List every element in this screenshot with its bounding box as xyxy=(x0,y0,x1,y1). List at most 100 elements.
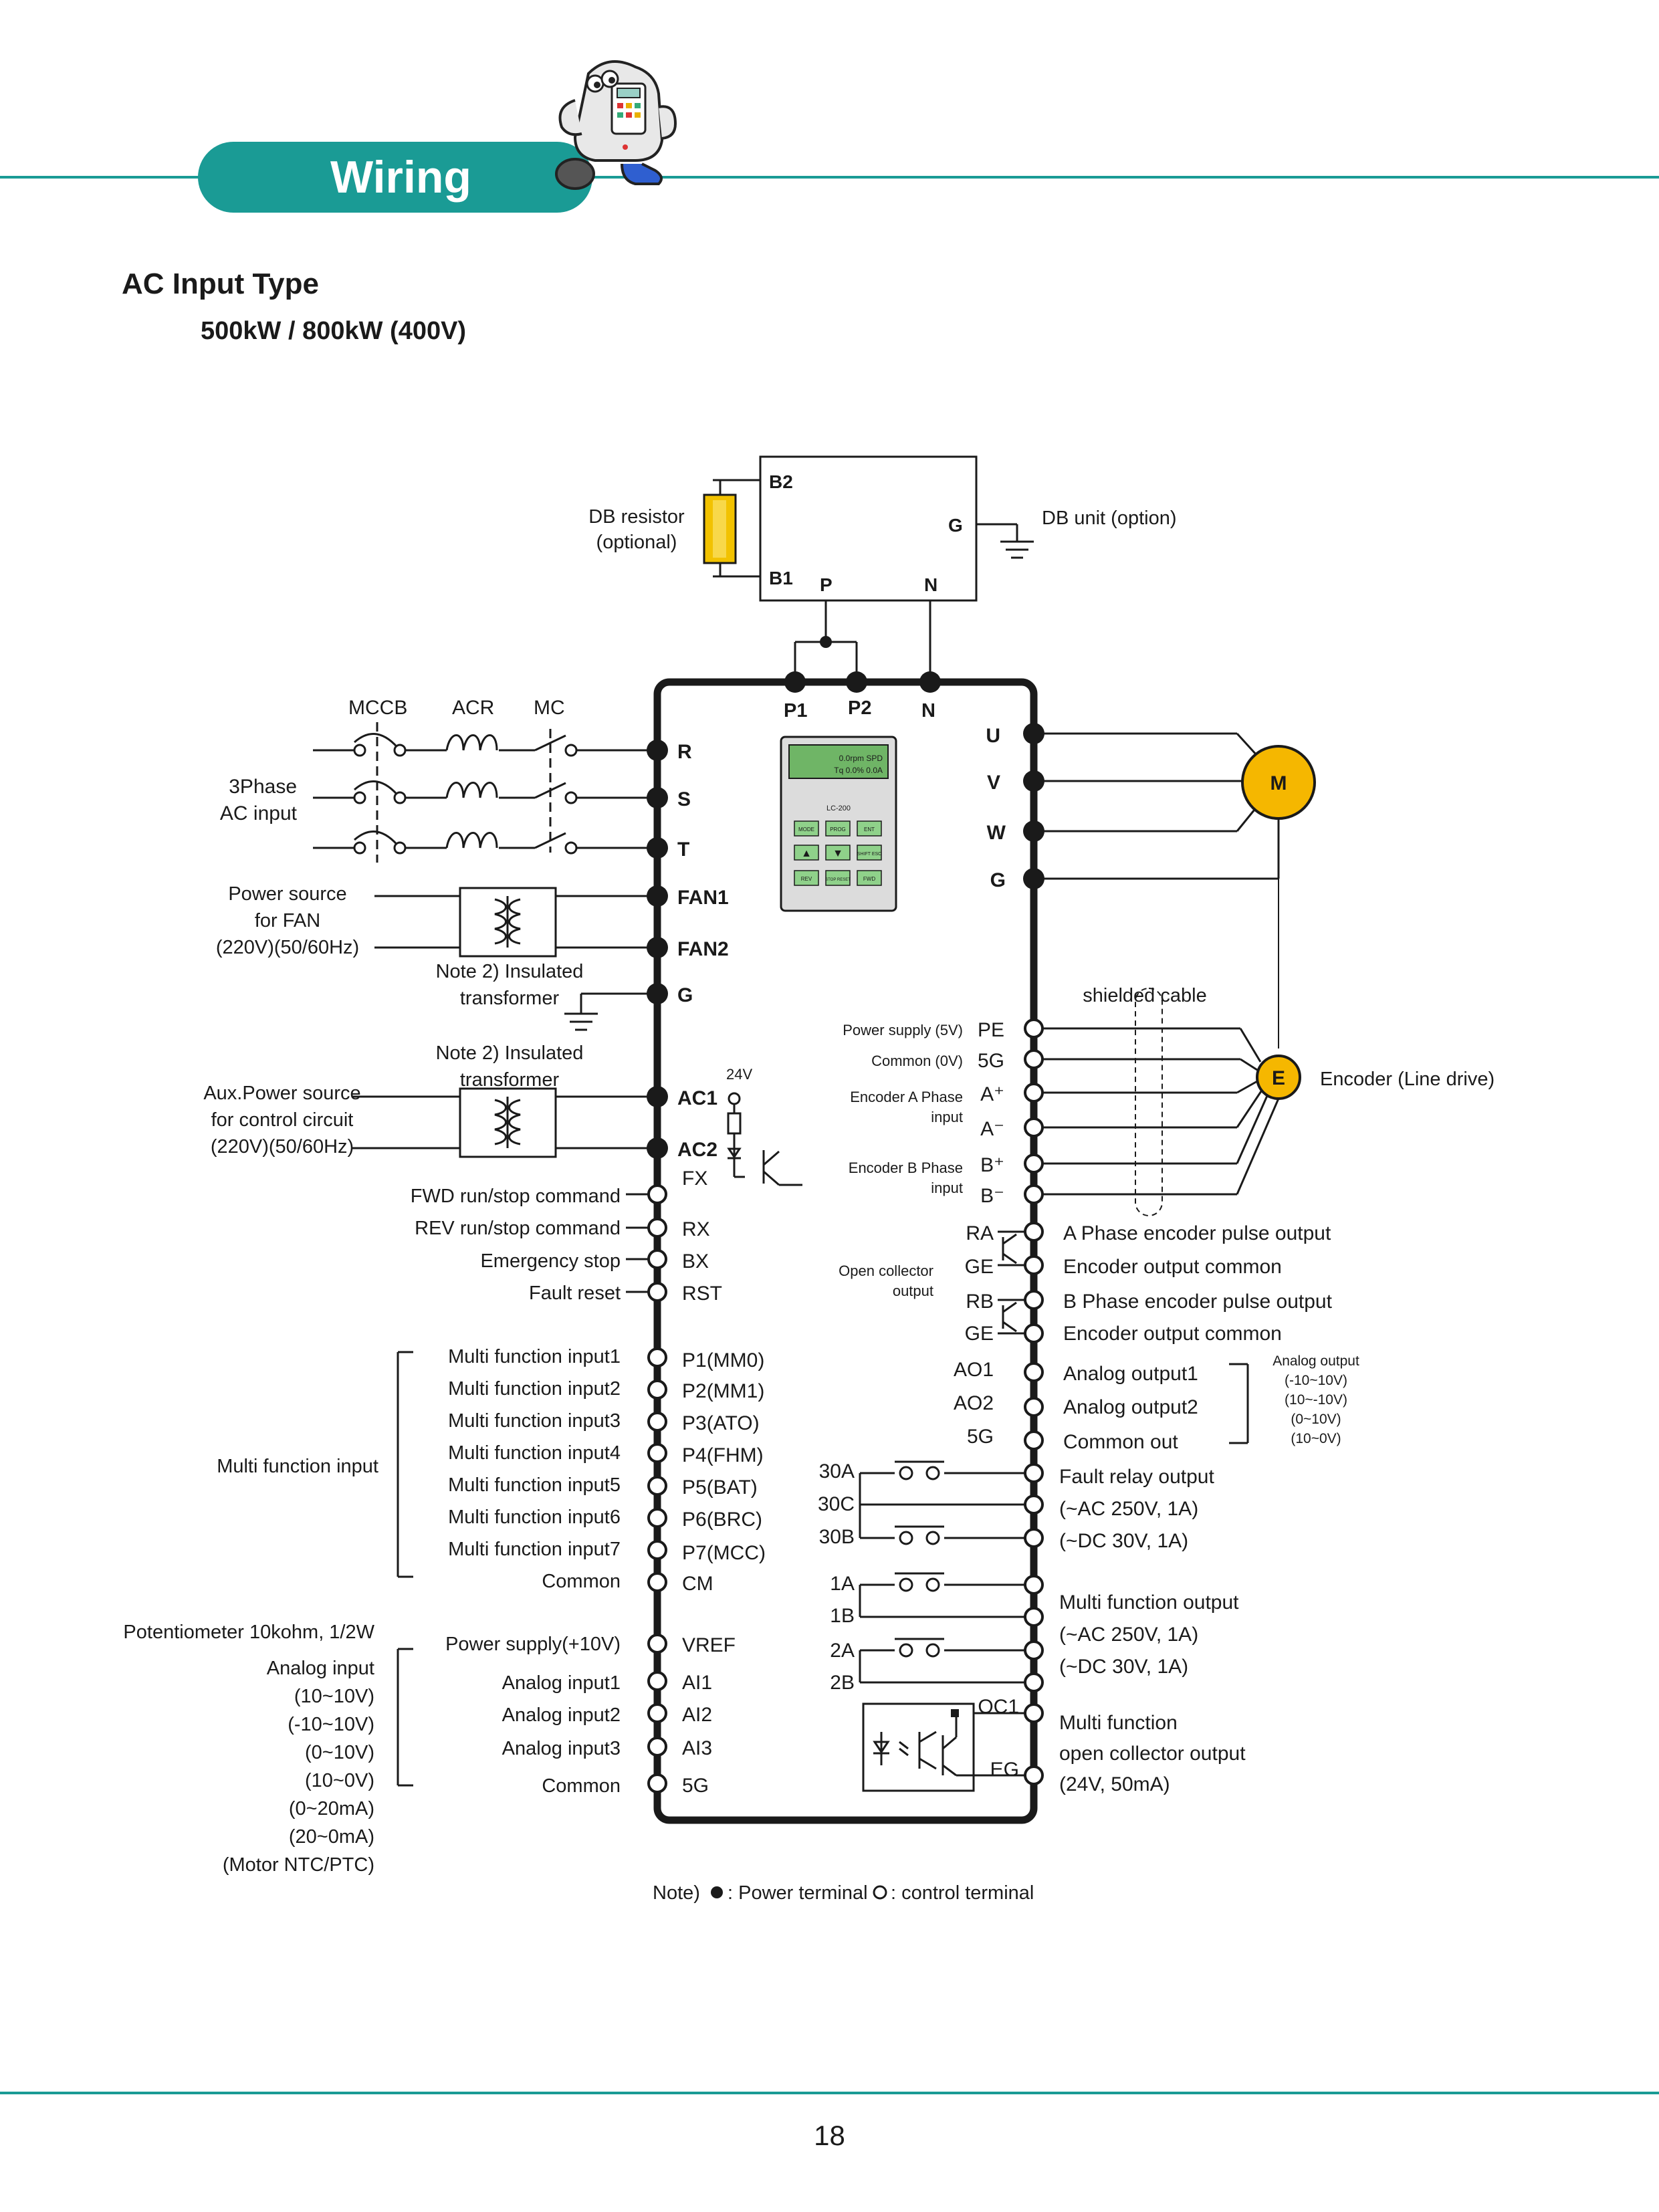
inverter-mascot-icon xyxy=(555,60,677,190)
analog-input-label: Power supply(+10V) xyxy=(445,1634,621,1655)
terminal-label: AC2 xyxy=(677,1139,717,1161)
terminal-label: P5(BAT) xyxy=(682,1476,758,1499)
keypad-key: ▲ xyxy=(801,848,812,859)
db-terminal-label: N xyxy=(924,574,937,595)
terminal-label: FAN1 xyxy=(677,887,729,909)
terminal-label: AO2 xyxy=(954,1392,994,1414)
terminal-label: P4(FHM) xyxy=(682,1444,764,1466)
analog-output-range: (10~-10V) xyxy=(1285,1392,1347,1408)
aux-source-label: Aux.Power source xyxy=(203,1083,360,1104)
db-resistor-label: (optional) xyxy=(596,532,677,553)
fan-source-label: (220V)(50/60Hz) xyxy=(216,937,359,958)
keypad-key: SHIFT ESC xyxy=(857,852,881,857)
analog-output-range: (-10~10V) xyxy=(1285,1373,1347,1388)
db-resistor-label: DB resistor xyxy=(588,506,685,528)
note-control-terminal: : control terminal xyxy=(891,1882,1034,1904)
terminal-label: 5G xyxy=(967,1426,994,1448)
shielded-cable-label: shielded cable xyxy=(1083,985,1206,1006)
terminal-label: 2A xyxy=(830,1640,855,1662)
aux-source-label: for control circuit xyxy=(211,1109,354,1131)
terminal-label: CM xyxy=(682,1573,713,1595)
keypad-lcd-line: 0.0rpm SPD xyxy=(839,754,883,763)
fault-relay-label: Fault relay output xyxy=(1059,1466,1214,1488)
analog-input-group: (0~10V) xyxy=(305,1742,374,1763)
analog-input-group: (20~0mA) xyxy=(289,1826,374,1848)
analog-output-label: Common out xyxy=(1063,1431,1178,1453)
terminal-label: S xyxy=(677,788,691,810)
terminal-label: 1A xyxy=(830,1573,855,1595)
transformer-note: transformer xyxy=(460,1069,560,1091)
analog-output-range: (0~10V) xyxy=(1291,1412,1341,1427)
analog-output-range: (10~0V) xyxy=(1291,1431,1341,1446)
terminal-label: V xyxy=(987,772,1000,794)
terminal-label: EG xyxy=(990,1759,1019,1781)
encoder-symbol: E xyxy=(1272,1067,1285,1089)
multi-input-label: Common xyxy=(542,1571,621,1592)
keypad-key: STOP RESET xyxy=(825,878,851,882)
encoder-output-label: Encoder output common xyxy=(1063,1323,1282,1345)
terminal-label: AO1 xyxy=(954,1359,994,1381)
db-terminal-label: B1 xyxy=(769,568,793,588)
transformer-note: transformer xyxy=(460,988,560,1009)
terminal-label: B⁺ xyxy=(980,1154,1004,1176)
page-subheading: 500kW / 800kW (400V) xyxy=(201,317,467,345)
terminal-label: U xyxy=(986,725,1000,747)
fault-relay-label: (~DC 30V, 1A) xyxy=(1059,1530,1188,1552)
terminal-label: 1B xyxy=(830,1605,855,1627)
mf-output-label: (~DC 30V, 1A) xyxy=(1059,1656,1188,1678)
terminal-label: VREF xyxy=(682,1634,736,1656)
note-prefix: Note) xyxy=(653,1882,700,1904)
keypad-key: MODE xyxy=(798,826,814,833)
analog-input-group: (0~20mA) xyxy=(289,1798,374,1819)
control-input-label: FWD run/stop command xyxy=(411,1186,621,1207)
analog-input-group: (Motor NTC/PTC) xyxy=(223,1854,374,1876)
analog-input-group: (-10~10V) xyxy=(288,1714,374,1735)
encoder-output-label: B Phase encoder pulse output xyxy=(1063,1291,1333,1313)
terminal-label: T xyxy=(677,839,689,861)
analog-output-label: Analog output1 xyxy=(1063,1363,1198,1385)
terminal-label: A⁻ xyxy=(980,1118,1004,1140)
analog-input-label: Analog input1 xyxy=(502,1672,621,1694)
db-terminal-label: P xyxy=(820,574,833,595)
db-terminal-label: B2 xyxy=(769,471,793,492)
encoder-output-label: Encoder output common xyxy=(1063,1256,1282,1278)
motor-symbol: M xyxy=(1270,772,1287,794)
terminal-label: 30B xyxy=(819,1526,855,1548)
multi-input-label: Multi function input3 xyxy=(448,1410,621,1432)
terminal-label: FAN2 xyxy=(677,938,729,960)
keypad-key: FWD xyxy=(863,876,875,882)
bus-terminal-label: P2 xyxy=(848,697,871,719)
aux-source-label: (220V)(50/60Hz) xyxy=(211,1136,354,1157)
analog-input-group: (10~10V) xyxy=(294,1686,374,1707)
terminal-label: W xyxy=(987,822,1006,844)
analog-output-range: Analog output xyxy=(1273,1353,1359,1369)
potentiometer-label: Potentiometer 10kohm, 1/2W xyxy=(123,1622,374,1643)
analog-input-label: Common xyxy=(542,1775,621,1797)
analog-input-group: (10~0V) xyxy=(305,1770,374,1791)
terminal-label: AC1 xyxy=(677,1087,717,1109)
control-input-label: Emergency stop xyxy=(480,1250,621,1272)
open-collector-group: Open collector xyxy=(839,1262,933,1279)
open-collector-label: Multi function xyxy=(1059,1712,1178,1734)
terminal-label: 2B xyxy=(830,1672,855,1694)
supply-label: 3Phase xyxy=(229,776,297,798)
encoder-desc: Power supply (5V) xyxy=(843,1022,963,1038)
section-title: Wiring xyxy=(198,142,592,213)
transformer-note: Note 2) Insulated xyxy=(436,1042,584,1064)
terminal-label: P7(MCC) xyxy=(682,1542,766,1564)
terminal-label: GE xyxy=(965,1256,994,1278)
terminal-label: 5G xyxy=(978,1050,1004,1072)
power-terminal-symbol xyxy=(711,1886,723,1898)
mf-output-label: Multi function output xyxy=(1059,1591,1239,1614)
terminal-label: RA xyxy=(966,1222,994,1244)
analog-input-label: Analog input3 xyxy=(502,1738,621,1759)
multi-input-label: Multi function input4 xyxy=(448,1442,621,1464)
page-number: 18 xyxy=(814,2120,845,2151)
terminal-label: AI2 xyxy=(682,1704,712,1726)
note-power-terminal: : Power terminal xyxy=(728,1882,868,1904)
transformer-note: Note 2) Insulated xyxy=(436,961,584,982)
fault-relay-label: (~AC 250V, 1A) xyxy=(1059,1498,1198,1520)
open-collector-label: (24V, 50mA) xyxy=(1059,1773,1170,1795)
control-terminal-symbol xyxy=(873,1885,887,1900)
terminal-label: PE xyxy=(978,1019,1004,1041)
